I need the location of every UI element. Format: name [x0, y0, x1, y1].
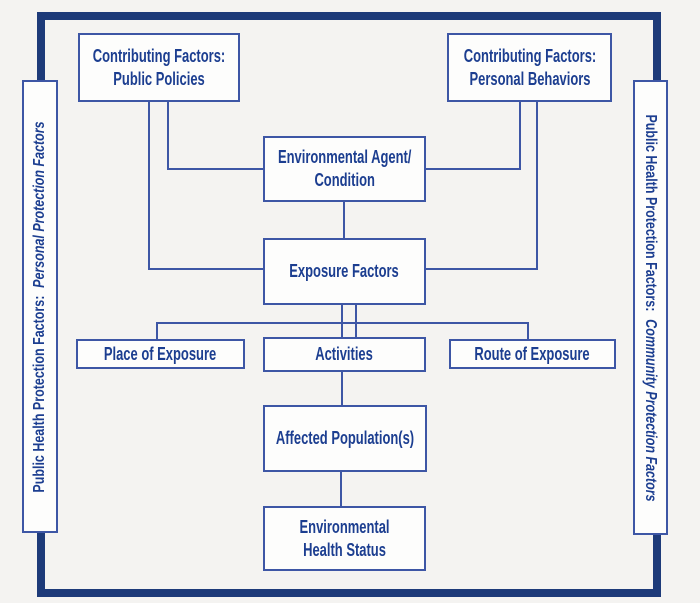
box-activities: Activities [263, 337, 426, 372]
sidebar-personal-protection-factors: Public Health Protection Factors: Persona… [22, 80, 58, 533]
box-label: Affected Population(s) [275, 428, 415, 448]
sidebar-label-prefix: Public Health Protection Factors: [642, 113, 660, 311]
box-contributing-personal-behaviors: Contributing Factors: Personal Behaviors [447, 33, 612, 102]
box-exposure-factors: Exposure Factors [263, 238, 426, 305]
box-label: Condition [314, 170, 375, 190]
sidebar-label-emphasis: Community Protection Factors [642, 318, 660, 502]
box-label: Contributing Factors: [463, 45, 596, 66]
connector-behaviors-to-exposure-vertical [536, 102, 538, 269]
box-label: Exposure Factors [289, 261, 400, 281]
connector-affected-to-envhealth [340, 472, 342, 506]
sidebar-community-protection-factors: Public Health Protection Factors: Communi… [633, 80, 668, 535]
connector-policies-to-exposure-vertical [148, 102, 150, 270]
connector-behaviors-to-agent-vertical [519, 102, 521, 169]
connector-branch-horizontal [156, 322, 529, 324]
box-label: Route of Exposure [474, 343, 591, 364]
box-environmental-agent-condition: Environmental Agent/ Condition [263, 136, 426, 202]
sidebar-label-emphasis: Personal Protection Factors [31, 120, 48, 288]
connector-policies-to-agent-vertical [167, 102, 169, 169]
connector-behaviors-to-agent-horizontal [426, 168, 521, 170]
box-affected-populations: Affected Population(s) [263, 405, 427, 472]
connector-branch-to-route [527, 322, 529, 339]
box-route-of-exposure: Route of Exposure [449, 339, 616, 369]
box-label: Contributing Factors: [92, 45, 226, 66]
connector-agent-to-exposure [343, 202, 345, 238]
connector-policies-to-exposure-horizontal [148, 268, 263, 270]
connector-policies-to-agent-horizontal [167, 168, 263, 170]
box-label: Personal Behaviors [468, 68, 591, 89]
box-environmental-health-status: Environmental Health Status [263, 506, 426, 571]
connector-activities-to-affected [341, 371, 343, 405]
box-label: Environmental [299, 516, 390, 537]
box-label: Place of Exposure [104, 343, 217, 364]
sidebar-label-prefix: Public Health Protection Factors: [31, 295, 48, 493]
connector-branch-to-place [156, 322, 158, 339]
box-label: Public Policies [113, 68, 205, 89]
connector-exposure-to-activities-left [341, 305, 343, 337]
connector-exposure-to-activities-right [355, 305, 357, 337]
connector-behaviors-to-exposure-horizontal [426, 268, 538, 270]
box-label: Activities [315, 344, 374, 364]
box-contributing-public-policies: Contributing Factors: Public Policies [78, 33, 240, 102]
box-place-of-exposure: Place of Exposure [76, 339, 245, 369]
box-label: Health Status [303, 539, 386, 560]
box-label: Environmental Agent/ [277, 147, 412, 167]
